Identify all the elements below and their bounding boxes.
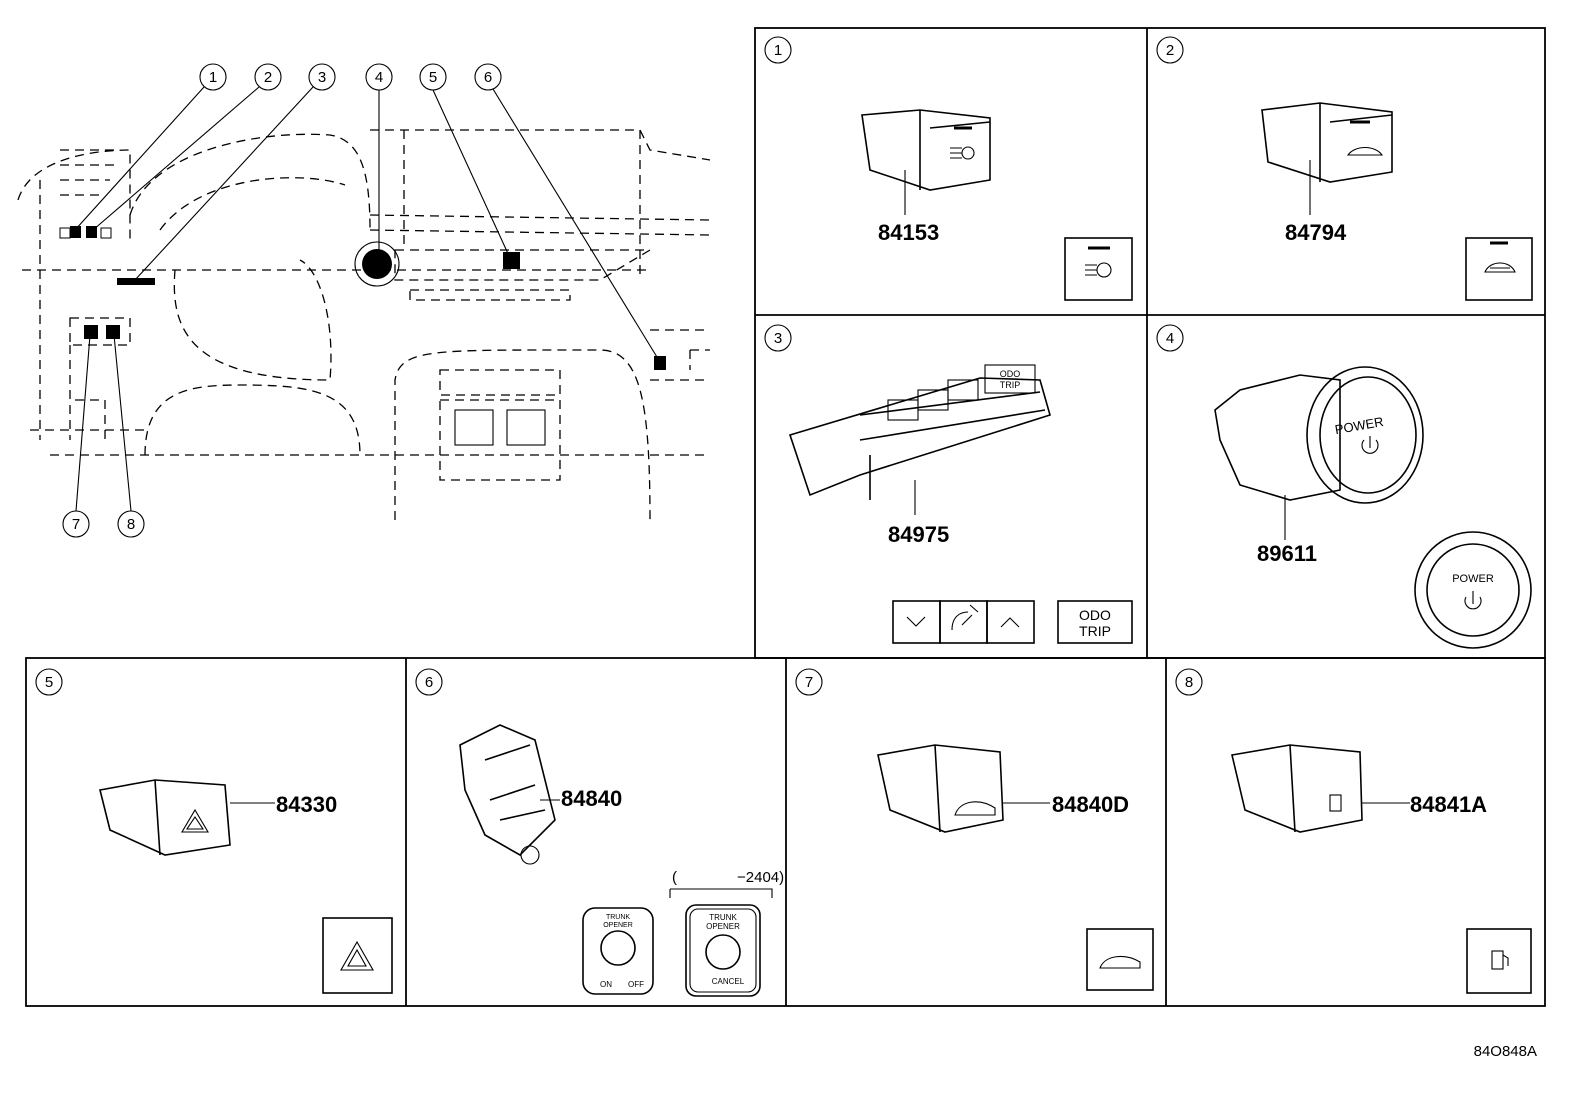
svg-text:2: 2 <box>264 69 272 86</box>
panel-3-meter-control-switch: 3 ODO TRIP 84975 ODO TRIP <box>764 324 1133 644</box>
svg-text:1: 1 <box>774 42 782 59</box>
panel-8-fuel-lid-switch: 8 84841A <box>1175 668 1532 994</box>
trunk-opener-icon-on-off: TRUNK OPENER ON OFF <box>582 907 654 995</box>
up-arrow-key-icon <box>986 600 1035 644</box>
dashboard-overview: 1 2 3 4 5 6 7 8 <box>17 63 711 538</box>
svg-text:TRIP: TRIP <box>1000 380 1021 390</box>
figure-code: 84O848A <box>1474 1043 1537 1060</box>
svg-text:6: 6 <box>484 69 492 86</box>
svg-text:7: 7 <box>72 516 80 533</box>
svg-text:3: 3 <box>318 69 326 86</box>
svg-text:84975: 84975 <box>888 522 949 547</box>
svg-text:5: 5 <box>429 69 437 86</box>
svg-text:TRUNK: TRUNK <box>709 913 737 922</box>
defogger-icon <box>1465 237 1533 301</box>
svg-text:84794: 84794 <box>1285 220 1347 245</box>
svg-text:5: 5 <box>45 674 53 691</box>
callout-7: 7 <box>62 510 90 538</box>
switch-drawing <box>99 779 231 856</box>
svg-text:POWER: POWER <box>1334 414 1385 437</box>
svg-text:84841A: 84841A <box>1410 792 1487 817</box>
svg-text:2: 2 <box>1166 42 1174 59</box>
callout-2: 2 <box>254 63 282 91</box>
switch-drawing: POWER <box>1214 366 1424 504</box>
svg-text:ODO: ODO <box>1000 369 1021 379</box>
switch-drawing <box>459 724 556 865</box>
callout-6: 6 <box>474 63 502 91</box>
svg-text:84330: 84330 <box>276 792 337 817</box>
callout-3: 3 <box>308 63 336 91</box>
svg-text:7: 7 <box>805 674 813 691</box>
panel-5-hazard-switch: 5 84330 <box>35 668 393 994</box>
trunk-opener-icon-cancel: TRUNK OPENER CANCEL <box>685 904 761 997</box>
panel-6-trunk-opener-switch: 6 84840 ( −2404) TRUNK OPENER ON OFF TRU… <box>415 668 784 997</box>
svg-text:8: 8 <box>127 516 135 533</box>
svg-text:( −2404): ( −2404) <box>672 869 784 886</box>
panel-frames <box>25 27 1546 1007</box>
switch-drawing: ODO TRIP <box>788 364 1051 500</box>
svg-text:ON: ON <box>600 980 612 989</box>
callout-4: 4 <box>365 63 393 91</box>
switch-drawing <box>1261 102 1393 183</box>
svg-text:4: 4 <box>375 69 383 86</box>
svg-text:8: 8 <box>1185 674 1193 691</box>
svg-text:ODO: ODO <box>1079 607 1111 623</box>
power-button-icon: POWER <box>1414 531 1532 649</box>
callout-8: 8 <box>117 510 145 538</box>
svg-text:OPENER: OPENER <box>603 922 633 929</box>
headlight-auto-icon <box>1064 237 1133 301</box>
switch-drawing <box>861 109 991 191</box>
svg-text:POWER: POWER <box>1452 573 1494 585</box>
panel-1-headlight-switch: 1 84153 <box>764 36 1133 301</box>
callout-1: 1 <box>199 63 227 91</box>
switch-drawing <box>877 744 1004 833</box>
svg-text:OFF: OFF <box>628 980 644 989</box>
svg-text:6: 6 <box>425 674 433 691</box>
switch-drawing <box>1231 744 1363 833</box>
svg-text:TRIP: TRIP <box>1079 623 1111 639</box>
down-arrow-key-icon <box>892 600 941 644</box>
svg-text:4: 4 <box>1166 330 1174 347</box>
hazard-icon <box>322 917 393 994</box>
svg-text:TRUNK: TRUNK <box>606 914 630 921</box>
svg-text:84153: 84153 <box>878 220 939 245</box>
svg-text:84840D: 84840D <box>1052 792 1129 817</box>
svg-text:84840: 84840 <box>561 786 622 811</box>
panel-2-defogger-switch: 2 84794 <box>1156 36 1533 301</box>
svg-text:1: 1 <box>209 69 217 86</box>
fuel-icon <box>1466 928 1532 994</box>
svg-text:OPENER: OPENER <box>706 922 740 931</box>
trunk-icon <box>1086 928 1154 991</box>
illumination-key-icon <box>939 600 988 644</box>
svg-text:3: 3 <box>774 330 782 347</box>
svg-text:89611: 89611 <box>1257 541 1317 566</box>
panel-7-trunk-switch: 7 84840D <box>795 668 1154 991</box>
svg-text:CANCEL: CANCEL <box>712 977 745 986</box>
callout-5: 5 <box>419 63 447 91</box>
panel-4-power-switch: 4 POWER 89611 POWER <box>1156 324 1532 649</box>
odo-trip-key-icon: ODO TRIP <box>1057 600 1133 644</box>
